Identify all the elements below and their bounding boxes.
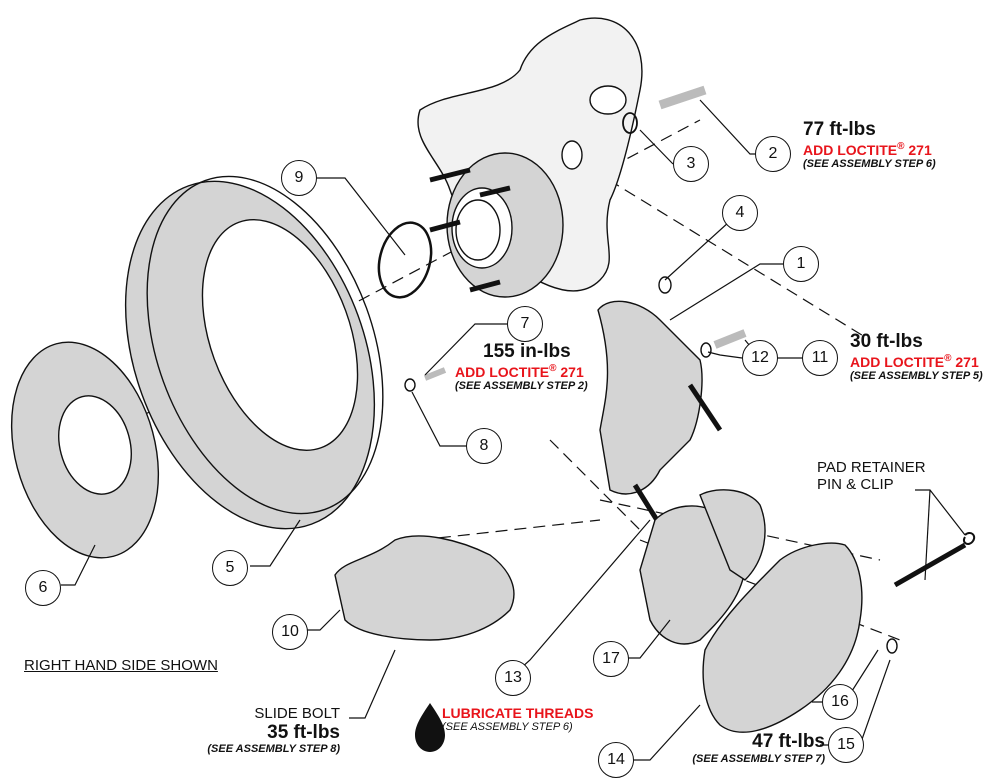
pad-retainer-pin [893, 542, 967, 588]
caliper-bracket [597, 300, 723, 527]
callout-6: 6 [25, 570, 61, 606]
bolt-11 [713, 329, 747, 349]
washer-8 [404, 378, 416, 392]
assembly-step-ref: (SEE ASSEMBLY STEP 5) [850, 370, 983, 383]
callout-3: 3 [673, 146, 709, 182]
loctite-instruction: ADD LOCTITE® 271 [455, 362, 584, 380]
loctite-instruction: ADD LOCTITE® 271 [803, 140, 932, 158]
pad-retainer-line1: PAD RETAINER [817, 459, 926, 476]
bolt-7 [423, 367, 447, 381]
assembly-step-ref: (SEE ASSEMBLY STEP 7) [692, 752, 825, 765]
brake-caliper [702, 542, 863, 733]
oil-drop-icon [415, 703, 445, 752]
assembly-step-ref: (SEE ASSEMBLY STEP 2) [455, 380, 588, 393]
assembly-step-ref: (SEE ASSEMBLY STEP 8) [207, 743, 340, 756]
bleeder-16 [886, 638, 898, 654]
torque-value: 35 ft-lbs [267, 721, 340, 743]
note-lubricate: LUBRICATE THREADS (SEE ASSEMBLY STEP 6) [442, 705, 594, 734]
pad-retainer-line2: PIN & CLIP [817, 475, 894, 493]
pad-retainer-clip [963, 531, 976, 545]
caliper-mount [334, 535, 515, 641]
callout-17: 17 [593, 641, 629, 677]
callout-13: 13 [495, 660, 531, 696]
rotor-hat [10, 341, 160, 559]
washer-4 [658, 276, 672, 294]
brake-pads [639, 489, 766, 645]
note-callout-7: 155 in-lbs ADD LOCTITE® 271 (SEE ASSEMBL… [455, 341, 588, 393]
torque-value: 47 ft-lbs [752, 731, 825, 752]
slide-bolt-label: SLIDE BOLT [254, 705, 340, 722]
callout-11: 11 [802, 340, 838, 376]
callout-10: 10 [272, 614, 308, 650]
callout-9: 9 [281, 160, 317, 196]
orientation-note: RIGHT HAND SIDE SHOWN [24, 657, 218, 674]
callout-1: 1 [783, 246, 819, 282]
callout-16: 16 [822, 684, 858, 720]
note-pad-retainer: PAD RETAINER PIN & CLIP [817, 459, 926, 493]
bolt-2 [658, 85, 707, 110]
torque-value: 30 ft-lbs [850, 331, 923, 352]
note-callout-11: 30 ft-lbs ADD LOCTITE® 271 (SEE ASSEMBLY… [850, 331, 983, 383]
callout-2: 2 [755, 136, 791, 172]
callout-8: 8 [466, 428, 502, 464]
seal-ring [377, 221, 433, 299]
note-callout-15: 47 ft-lbs (SEE ASSEMBLY STEP 7) [650, 731, 825, 765]
assembly-step-ref: (SEE ASSEMBLY STEP 6) [803, 158, 936, 171]
callout-5: 5 [212, 550, 248, 586]
washer-12 [700, 342, 712, 358]
note-slide-bolt: SLIDE BOLT 35 ft-lbs (SEE ASSEMBLY STEP … [190, 705, 340, 756]
wheel-hub [429, 152, 564, 298]
lubricate-label: LUBRICATE THREADS [442, 705, 594, 721]
torque-value: 77 ft-lbs [803, 119, 876, 140]
assembly-step-ref: (SEE ASSEMBLY STEP 6) [442, 721, 573, 734]
callout-14: 14 [598, 742, 634, 778]
note-callout-2: 77 ft-lbs ADD LOCTITE® 271 (SEE ASSEMBLY… [803, 119, 936, 171]
callout-12: 12 [742, 340, 778, 376]
washer-3 [622, 112, 638, 134]
callout-7: 7 [507, 306, 543, 342]
loctite-instruction: ADD LOCTITE® 271 [850, 352, 979, 370]
rotor-ring [124, 175, 384, 530]
callout-15: 15 [828, 727, 864, 763]
callout-4: 4 [722, 195, 758, 231]
torque-value: 155 in-lbs [483, 341, 571, 362]
